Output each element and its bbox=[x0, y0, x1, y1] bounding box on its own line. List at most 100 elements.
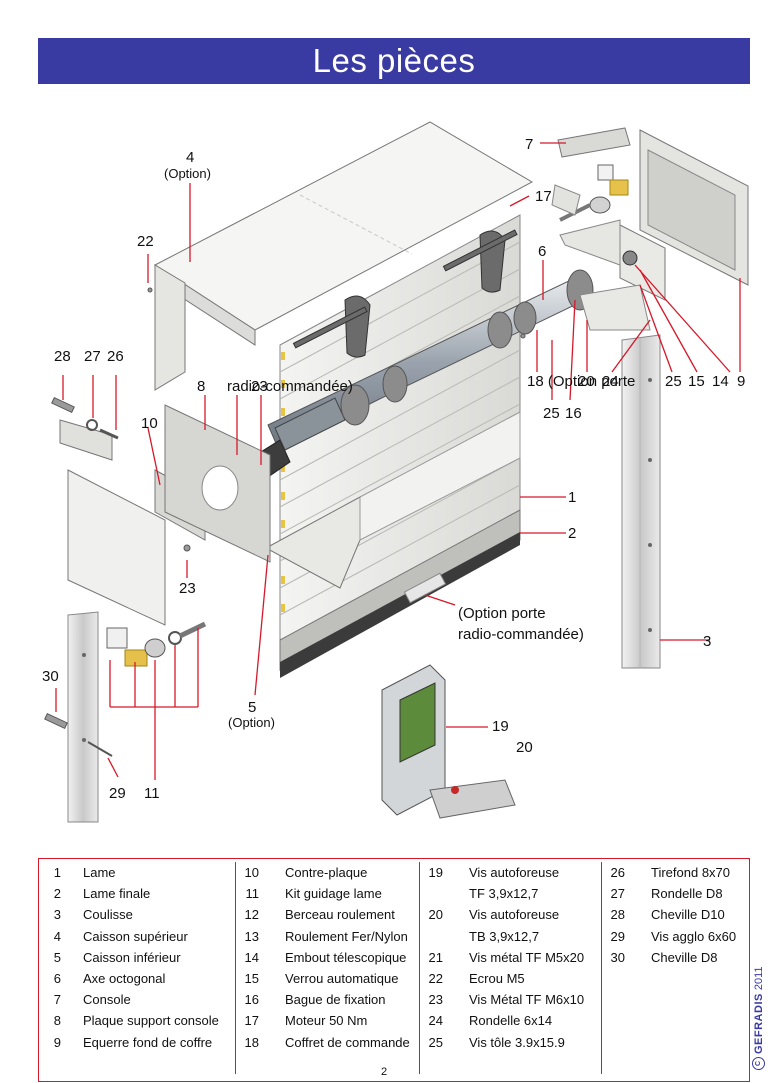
part-number: 21 bbox=[428, 949, 443, 965]
part-name: Berceau roulement bbox=[285, 907, 395, 923]
part-name: Embout télescopique bbox=[285, 949, 407, 965]
part-name: Vis autoforeuse bbox=[469, 865, 560, 880]
part-number: 5 bbox=[53, 949, 61, 965]
part-name: Plaque support console bbox=[83, 1013, 219, 1029]
part-name: Moteur 50 Nm bbox=[285, 1013, 368, 1029]
part-name: Coffret de commande bbox=[285, 1034, 410, 1050]
callout-3: 3 bbox=[703, 633, 711, 650]
guide-kit bbox=[106, 621, 207, 667]
copyright-year: 2011 bbox=[752, 966, 765, 991]
callout-17: radio-commandée) bbox=[227, 378, 353, 395]
callout-5: 5 bbox=[248, 699, 256, 716]
part-name: Caisson inférieur bbox=[83, 949, 181, 965]
page-number: 2 bbox=[380, 1066, 388, 1078]
part-name: Vis autoforeuse bbox=[469, 907, 560, 923]
part-name: Rondelle 6x14 bbox=[469, 1013, 553, 1029]
parts-row: TF 3,9x12,7 bbox=[421, 886, 601, 907]
part-name: Cheville D8 bbox=[651, 949, 718, 965]
parts-row: 10 Contre-plaque bbox=[237, 865, 417, 886]
part-number: 9 bbox=[53, 1034, 61, 1050]
callout-labels: 7 4 (Option) 17 22 6 28 27 26 8 radio-co… bbox=[42, 136, 745, 802]
right-side-rail bbox=[621, 334, 661, 669]
part-name: Caisson supérieur bbox=[83, 928, 188, 944]
part-number: 22 bbox=[428, 971, 443, 986]
callout-radio-option-1: (Option porte bbox=[458, 605, 546, 622]
part-number: 1 bbox=[53, 865, 61, 880]
parts-row: 18 Coffret de commande bbox=[237, 1035, 417, 1056]
callout-13: 15 bbox=[688, 373, 705, 390]
part-number: 6 bbox=[53, 971, 61, 986]
callout-9: 7 bbox=[525, 136, 533, 153]
part-number: 4 bbox=[53, 928, 61, 944]
callout-14: 16 bbox=[565, 405, 582, 422]
callout-11: 11 bbox=[144, 785, 160, 802]
part-number: 10 bbox=[244, 865, 259, 880]
part-name: Rondelle D8 bbox=[651, 886, 723, 902]
callout-21-label: 23 bbox=[179, 580, 196, 597]
callout-30: 30 bbox=[42, 668, 59, 685]
part-name: Tirefond 8x70 bbox=[651, 865, 731, 880]
callout-27: 27 bbox=[84, 348, 101, 365]
callout-5-option: (Option) bbox=[228, 715, 275, 730]
callout-8: 10 bbox=[141, 415, 158, 432]
copyright-notice: C GEFRADIS 2011 bbox=[752, 966, 765, 1070]
part-number: 11 bbox=[245, 886, 260, 902]
part-number: 24 bbox=[428, 1013, 443, 1029]
part-number: 20 bbox=[428, 907, 443, 923]
parts-row: 4 Caisson supérieur bbox=[39, 929, 219, 950]
part-number: 7 bbox=[53, 992, 61, 1008]
part-name: Cheville D10 bbox=[651, 907, 725, 923]
part-number: 3 bbox=[53, 907, 61, 923]
upper-box bbox=[154, 121, 534, 391]
control-box bbox=[381, 664, 516, 819]
parts-row: 28 Cheville D10 bbox=[603, 907, 768, 928]
parts-row: TB 3,9x12,7 bbox=[421, 929, 601, 950]
automatic-locks bbox=[292, 229, 518, 358]
part-number: 29 bbox=[610, 928, 625, 944]
callout-6: 6 bbox=[538, 243, 546, 260]
title-banner: Les pièces bbox=[38, 38, 750, 84]
part-number: 15 bbox=[244, 971, 259, 986]
left-console bbox=[59, 404, 271, 626]
part-name: TF 3,9x12,7 bbox=[469, 886, 539, 902]
part-name: Vis agglo 6x60 bbox=[651, 928, 737, 944]
part-number: 25 bbox=[428, 1034, 443, 1050]
exploded-parts-diagram: 7 4 (Option) 17 22 6 28 27 26 8 radio-co… bbox=[42, 121, 749, 823]
part-name: Contre-plaque bbox=[285, 865, 368, 880]
part-name: Kit guidage lame bbox=[285, 886, 382, 902]
part-name: Vis tôle 3.9x15.9 bbox=[469, 1034, 565, 1050]
part-name: TB 3,9x12,7 bbox=[469, 928, 540, 944]
callout-4: 4 bbox=[186, 149, 194, 166]
parts-row: 23 Vis Métal TF M6x10 bbox=[421, 992, 601, 1013]
octagonal-axis bbox=[239, 269, 594, 489]
part-name: Bague de fixation bbox=[285, 992, 386, 1008]
parts-row: 25 Vis tôle 3.9x15.9 bbox=[421, 1035, 601, 1056]
brand-name: GEFRADIS bbox=[752, 993, 765, 1054]
part-number: 23 bbox=[428, 992, 443, 1008]
parts-row: 5 Caisson inférieur bbox=[39, 950, 219, 971]
callout-1: 1 bbox=[568, 489, 576, 506]
parts-row: 11 Kit guidage lame bbox=[237, 886, 417, 907]
part-number: 28 bbox=[610, 907, 625, 923]
callout-radio-option-2: radio-commandée) bbox=[458, 626, 584, 643]
callout-16: 18 (Option porte bbox=[527, 373, 635, 390]
part-number: 18 bbox=[244, 1034, 259, 1050]
callout-28: 28 bbox=[54, 348, 71, 365]
callout-22: 23 bbox=[251, 378, 268, 395]
part-number: 14 bbox=[244, 949, 259, 965]
part-name: Vis Métal TF M6x10 bbox=[469, 992, 585, 1008]
callout-19: 20 bbox=[578, 373, 595, 390]
callout-25-label: 25 bbox=[543, 405, 560, 422]
